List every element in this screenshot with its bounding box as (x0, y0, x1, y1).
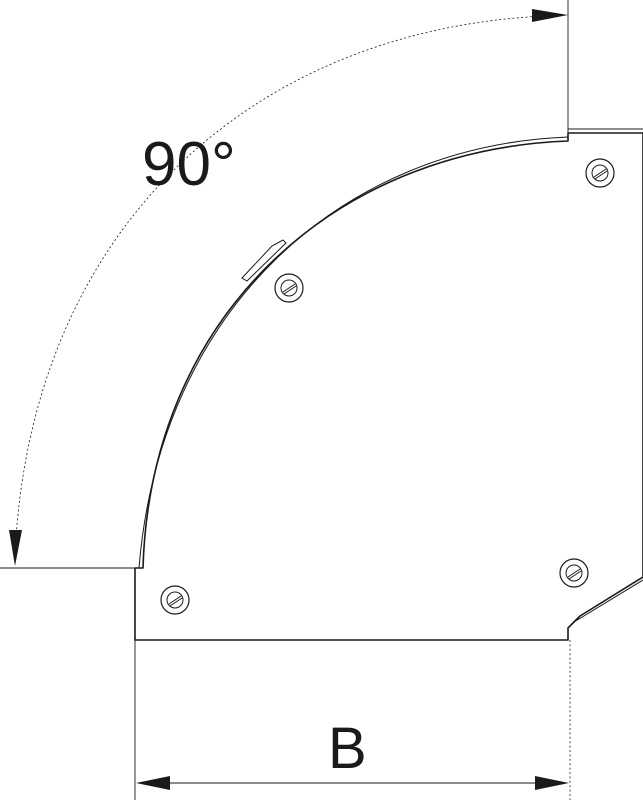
width-arrow-right (535, 776, 569, 790)
screw-top-right (585, 158, 615, 188)
angle-arrow-top (532, 9, 568, 22)
screw-bottom-left (160, 585, 190, 615)
inner-rim-curve (138, 136, 569, 569)
screw-curve (274, 273, 304, 303)
angle-label: 90° (142, 130, 236, 199)
right-chamfer (573, 579, 643, 623)
angle-dimension-arc (14, 15, 546, 556)
curve-notch (241, 239, 287, 282)
angle-arrow-left (9, 530, 22, 566)
width-label: B (328, 716, 367, 781)
width-arrow-left (136, 776, 170, 790)
screw-bottom-right (559, 558, 589, 588)
